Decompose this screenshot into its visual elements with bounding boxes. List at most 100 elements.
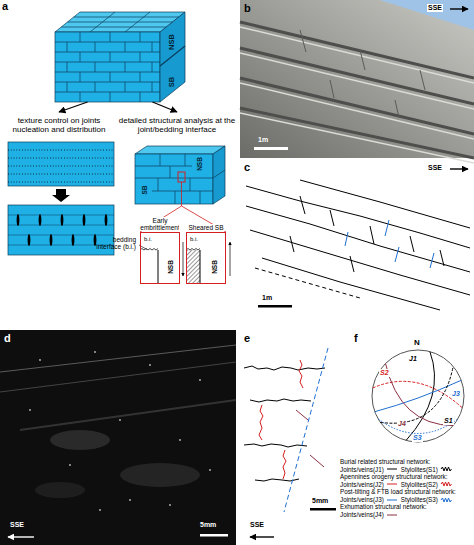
microscope-photo	[200, 534, 228, 537]
microscope-photo	[50, 430, 110, 450]
direction-label: SSE	[427, 164, 443, 172]
microscope-interpretation	[244, 366, 325, 370]
legend-sample	[440, 497, 452, 503]
outcrop-interpretation	[345, 220, 434, 268]
outcrop-photo	[240, 113, 474, 163]
legend-entry: Burial related structural network:	[340, 458, 472, 466]
legend-text: Post-tilting & FTB load structural netwo…	[340, 488, 456, 496]
detail-box: Sheared SBb.i.NSB	[186, 232, 226, 284]
outcrop-photo	[240, 22, 474, 78]
direction-label: SSE	[10, 521, 24, 529]
outcrop-photo	[254, 147, 288, 150]
microscope-photo	[179, 439, 181, 441]
microscope-interpretation	[244, 444, 307, 447]
microscope-interpretation	[244, 348, 336, 537]
stereonet	[406, 352, 434, 441]
legend-sample	[440, 481, 452, 487]
texture-image	[17, 214, 108, 246]
microscope-photo	[169, 504, 171, 506]
scale-label: 1m	[258, 136, 268, 144]
rock-block	[55, 32, 160, 102]
layer-label: NSB	[212, 260, 219, 274]
legend-entry: Stylolites(S3)	[401, 496, 452, 504]
connector	[59, 102, 88, 112]
microscope-photo	[199, 379, 201, 381]
set-label: S1	[443, 417, 454, 425]
detail-block	[135, 146, 225, 206]
set-label: J1	[408, 355, 418, 363]
interface-sketch	[139, 242, 230, 284]
legend-text: Burial related structural network:	[340, 458, 430, 466]
legend-sample-line	[441, 498, 452, 502]
outcrop-photo	[420, 70, 425, 90]
microscope-interpretation	[259, 360, 303, 479]
texture-image	[61, 214, 64, 226]
set-label: S2	[379, 369, 390, 377]
microscope-interpretation	[259, 405, 263, 440]
texture-image	[8, 142, 114, 255]
callout-text: bedding interface (b.i.)	[90, 236, 136, 251]
connector	[153, 102, 178, 112]
microscope-photo	[69, 464, 71, 466]
texture-image	[28, 234, 31, 246]
outcrop-photo	[360, 50, 365, 70]
detail-box: Early embrittlementb.i.NSB	[140, 232, 180, 284]
microscope-photo	[0, 330, 236, 545]
panel-letter: b	[244, 2, 251, 14]
outcrop-photo	[300, 30, 425, 118]
rock-block	[55, 42, 160, 92]
panel-letter: d	[4, 332, 11, 344]
texture-image	[8, 150, 114, 182]
box-heading: Sheared SB	[179, 224, 233, 231]
detail-block	[135, 146, 225, 154]
stereonet	[380, 366, 453, 423]
layer-label: NSB	[197, 157, 204, 171]
detail-block	[181, 182, 182, 206]
outcrop-photo	[240, 83, 474, 139]
direction-label: SSE	[250, 521, 264, 529]
stereonet	[372, 350, 464, 442]
legend-sample	[386, 481, 398, 487]
detail-block	[135, 154, 213, 204]
set-label: S3	[412, 434, 423, 442]
outcrop-interpretation	[300, 180, 470, 228]
detail-block	[178, 172, 185, 182]
outcrop-interpretation	[345, 220, 434, 268]
interface-sketch	[186, 249, 200, 251]
legend-sample-line	[387, 514, 397, 515]
microscope-interpretation	[283, 450, 286, 479]
microscope-photo	[20, 400, 236, 430]
microscope-interpretation	[299, 360, 303, 388]
microscope-photo	[0, 330, 236, 545]
node-text: texture control on joints nucleation and…	[0, 116, 118, 134]
texture-panel: texture control on joints nucleation and…	[0, 112, 118, 258]
scale-label: 1m	[262, 294, 272, 302]
legend-sample-line	[441, 482, 452, 486]
stereonet	[375, 380, 461, 411]
microscope-photo	[99, 509, 101, 511]
set-label: J3	[451, 390, 461, 398]
legend-entry: Joints/veins(J1)	[340, 466, 398, 474]
legend-sample	[386, 466, 398, 472]
outcrop-interpretation	[262, 258, 440, 310]
microscope-interpretation	[296, 410, 324, 467]
texture-image	[39, 214, 42, 226]
legend-sample-line	[387, 499, 397, 500]
node-text: b.i.	[144, 236, 152, 243]
legend-entry: Exhumation structural network:	[340, 503, 472, 511]
microscope-photo	[0, 345, 236, 372]
legend-sample	[440, 466, 452, 472]
microscope-interpretation	[244, 366, 325, 481]
legend-sample	[386, 512, 398, 518]
legend-text: Stylolites(S3)	[401, 496, 438, 504]
legend-text: Exhumation structural network:	[340, 503, 426, 511]
microscope-interpretation	[310, 455, 324, 467]
interface-sketch	[183, 242, 184, 276]
legend-sample	[386, 497, 398, 503]
panel-letter: f	[354, 332, 358, 344]
microscope-photo	[209, 469, 211, 471]
north-label: N	[414, 339, 420, 348]
outcrop-photo	[395, 100, 399, 118]
microscope-photo	[94, 351, 96, 353]
